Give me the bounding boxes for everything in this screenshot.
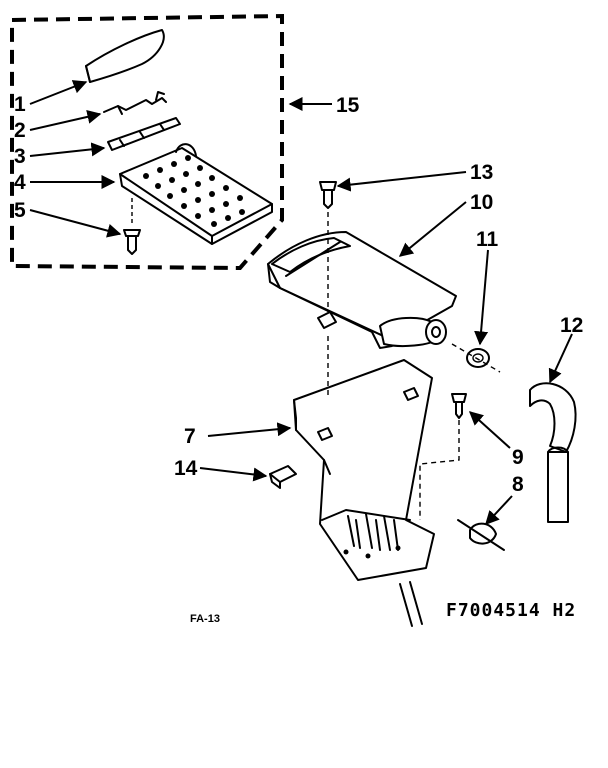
callout-4: 4 [14,171,26,194]
drawing-number: F7004514 H2 [446,600,576,621]
part-4-tray [119,143,273,245]
part-13-screw [319,181,337,312]
figure-code: FA-13 [190,613,220,625]
part-11-washer [451,343,501,373]
part-5-screw [123,198,141,255]
callout-8: 8 [512,473,524,496]
callout-14: 14 [174,457,198,480]
part-10-housing [267,231,457,349]
part-1-cover [85,29,165,83]
callout-7: 7 [184,425,196,448]
callout-9: 9 [512,446,524,469]
kit-boundary-dashed [10,13,284,271]
callout-1: 1 [14,93,26,116]
callout-3: 3 [14,145,26,168]
callout-15: 15 [336,94,360,117]
callout-10: 10 [470,191,493,214]
callout-2: 2 [14,119,26,142]
part-8-strain-relief [457,519,505,551]
leader-arrows [29,80,573,526]
part-14-clip [269,465,297,489]
callout-11: 11 [476,228,499,251]
callout-5: 5 [14,199,26,222]
callout-13: 13 [470,161,493,184]
callout-12: 12 [560,314,583,337]
part-3-rail [107,117,181,151]
part-7-plate [293,336,435,627]
part-2-bracket [103,91,167,115]
part-12-hose [529,382,577,523]
part-9-screw [419,393,467,520]
